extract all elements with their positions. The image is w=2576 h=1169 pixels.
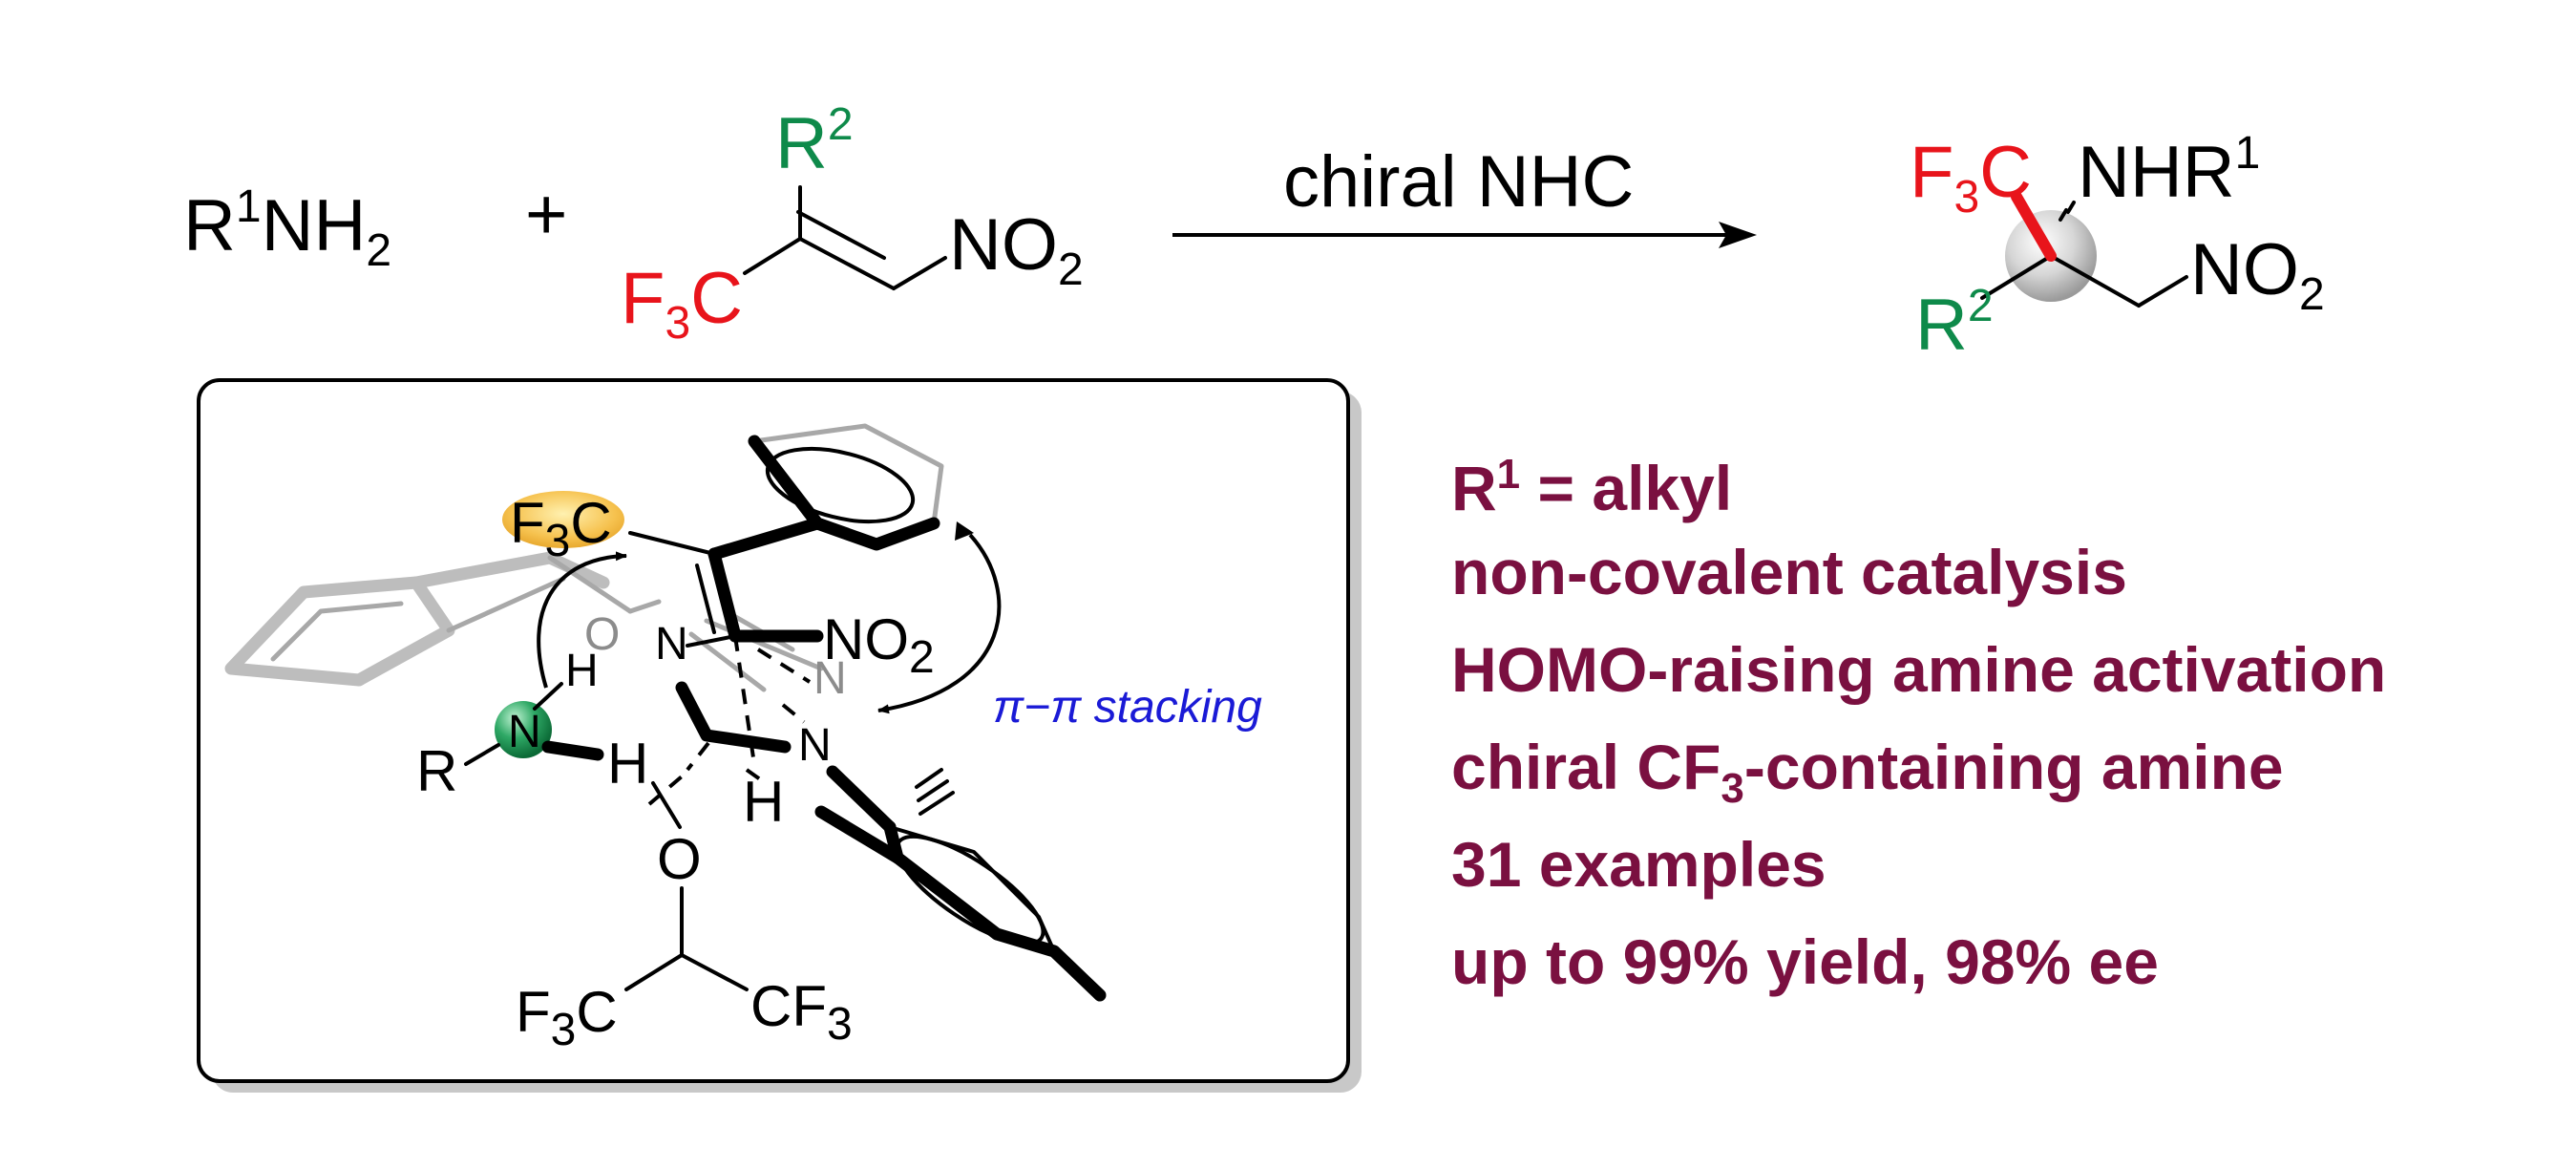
feature-cf3-amine: chiral CF3-containing amine [1451,732,2284,813]
svg-text:R2: R2 [775,99,854,184]
plus-sign: + [525,174,567,255]
reaction-arrow: chiral NHC [1172,141,1757,248]
svg-text:H: H [743,770,784,834]
svg-text:N: N [813,653,847,704]
feature-noncovalent: non-covalent catalysis [1451,537,2127,607]
mesityl-ring [814,765,1107,1002]
svg-text:O: O [657,827,702,891]
cf3-group: F3C [510,491,612,566]
amine-nitrogen-highlight [495,701,552,758]
feature-r1-alkyl: R1 = alkyl [1451,451,1733,523]
feature-list: R1 = alkyl non-covalent catalysis HOMO-r… [1451,426,2386,1010]
svg-text:R2: R2 [1915,281,1994,366]
phenyl-ring [707,423,944,561]
svg-text:N: N [655,619,688,670]
feature-yield-ee: up to 99% yield, 98% ee [1451,926,2159,997]
svg-text:O: O [584,609,620,660]
catalyst-label: chiral NHC [1283,141,1634,223]
cf3-highlight [502,491,624,548]
svg-text:H: H [565,646,599,696]
svg-text:N: N [798,720,832,771]
nitro-group: NO2 [823,607,935,683]
nitroalkene-reactant: R2 F3C NO2 [621,99,1084,349]
svg-text:F3C: F3C [621,258,743,349]
pi-stacking-label: π−π stacking [993,682,1262,733]
nucleophilic-attack-arrow [537,551,627,689]
svg-text:H: H [607,732,648,796]
feature-examples: 31 examples [1451,829,1826,900]
svg-text:NHR1: NHR1 [2078,128,2260,213]
feature-homo-raising: HOMO-raising amine activation [1451,634,2387,705]
transition-state-model: F3C NO2 O N N N N R H H H O [197,378,1362,1093]
stacking-arrow [877,533,1002,714]
amine-reactant: R1NH2 [183,181,391,276]
svg-text:R1NH2: R1NH2 [183,181,391,276]
svg-text:F3C: F3C [1910,132,2032,223]
svg-text:NO2: NO2 [949,204,1084,295]
svg-text:N: N [508,707,541,757]
hfip-cf3-right: CF3 [750,974,853,1050]
hfip-cf3-left: F3C [516,980,618,1055]
product: F3C NHR1 NO2 R2 [1910,128,2325,366]
svg-text:R: R [416,739,457,803]
svg-text:NO2: NO2 [2190,229,2325,320]
